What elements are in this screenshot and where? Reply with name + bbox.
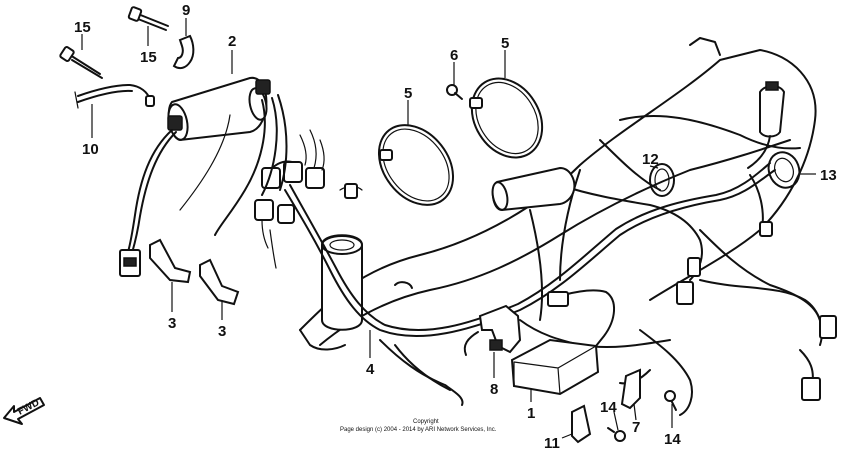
screw-6 xyxy=(446,84,463,100)
spark-unit-1 xyxy=(510,289,615,396)
bolt-14-left xyxy=(607,427,626,442)
band-5-left xyxy=(377,124,455,206)
callout-14a: 14 xyxy=(600,399,617,416)
forward-arrow: FWD xyxy=(3,397,45,425)
callout-7: 7 xyxy=(632,419,640,436)
copyright-line1: Copyright xyxy=(413,419,439,425)
callout-3b: 3 xyxy=(218,323,226,340)
callout-6: 6 xyxy=(450,47,458,64)
bolt-15-left xyxy=(59,46,103,79)
rear-regulator xyxy=(747,81,786,169)
clamp-11 xyxy=(571,404,592,444)
relay-bracket-8 xyxy=(463,304,522,356)
leader-lines xyxy=(81,18,816,439)
callout-15a: 15 xyxy=(74,19,91,36)
callout-5a: 5 xyxy=(404,85,412,102)
callout-15b: 15 xyxy=(140,49,157,66)
callout-4: 4 xyxy=(366,361,375,378)
callout-10: 10 xyxy=(82,141,99,158)
callout-3a: 3 xyxy=(168,315,176,332)
main-wire-harness xyxy=(284,162,837,401)
copyright-notice: Copyright Page design (c) 2004 - 2014 by… xyxy=(340,419,497,433)
forward-label: FWD xyxy=(16,397,41,417)
band-5-right xyxy=(469,77,544,159)
callout-5b: 5 xyxy=(501,35,509,52)
ignition-coil xyxy=(119,76,288,306)
wire-10 xyxy=(74,84,155,109)
clip-9 xyxy=(172,34,195,70)
callout-13: 13 xyxy=(820,167,837,184)
callout-14b: 14 xyxy=(664,431,681,448)
callout-2: 2 xyxy=(228,33,236,50)
callout-12: 12 xyxy=(642,151,659,168)
bolt-15-right xyxy=(127,6,169,31)
bolt-14-right xyxy=(664,390,677,411)
grommet-13 xyxy=(767,151,801,189)
callout-numbers: 15 15 9 2 10 3 3 6 5 5 12 13 4 8 1 11 14… xyxy=(74,2,837,452)
clamp-7 xyxy=(620,368,641,410)
grommet-12 xyxy=(649,163,675,197)
callout-8: 8 xyxy=(490,381,498,398)
callout-9: 9 xyxy=(182,2,190,19)
condenser xyxy=(491,166,576,212)
callout-11: 11 xyxy=(544,435,560,452)
copyright-line2: Page design (c) 2004 - 2014 by ARI Netwo… xyxy=(340,427,497,433)
callout-1: 1 xyxy=(527,405,535,422)
